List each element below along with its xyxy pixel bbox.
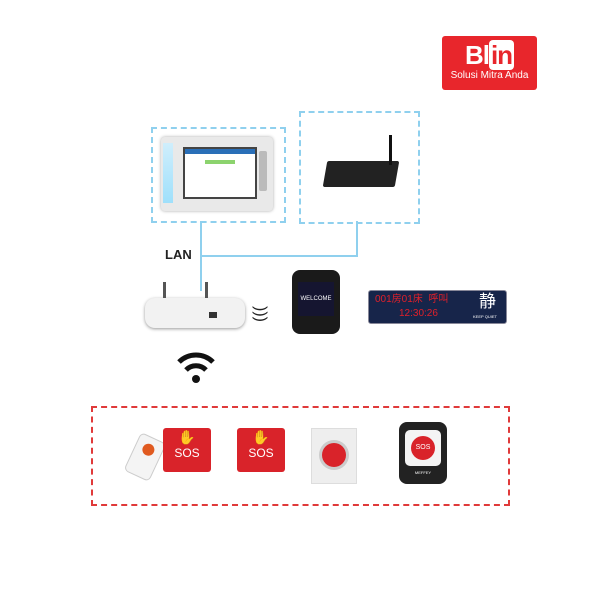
wall-emergency-button (311, 428, 357, 484)
wireless-signal-icon: ))) (251, 306, 269, 322)
sos-label: SOS (248, 446, 274, 460)
sos-panel-2: ✋SOS (237, 428, 285, 472)
router (145, 282, 245, 328)
bliin-logo: Blin Solusi Mitra Anda (442, 36, 537, 90)
nurse-station-terminal (161, 137, 273, 211)
led-line2: 12:30:26 (399, 308, 438, 319)
call-devices-box: ✋SOS ✋SOS SOS MEFFEY (91, 406, 510, 506)
logo-brand-right: in (488, 40, 515, 70)
server-box (299, 111, 420, 224)
watch-brand: MEFFEY (414, 470, 432, 475)
sos-watch: SOS MEFFEY (399, 422, 447, 484)
sos-label: SOS (174, 446, 200, 460)
lan-label: LAN (165, 247, 192, 262)
logo-tagline: Solusi Mitra Anda (450, 70, 529, 81)
pull-cord-call-button (123, 432, 167, 482)
led-symbol: 静 (479, 292, 496, 311)
wifi-icon (176, 348, 216, 386)
sos-watch-label: SOS (411, 436, 435, 460)
logo-brand-left: Bl (464, 40, 490, 70)
led-line1: 001房01床 呼叫 (375, 294, 449, 305)
terminal-box (151, 127, 286, 223)
lan-line-horizontal (200, 255, 358, 257)
smart-watch-receiver: WELCOME (292, 270, 340, 334)
mini-server (322, 161, 400, 187)
led-display: 001房01床 呼叫 12:30:26 静 KEEP QUIET (368, 290, 507, 324)
lan-line-server (356, 221, 358, 257)
led-symbol-caption: KEEP QUIET (473, 314, 497, 319)
terminal-screen (183, 147, 257, 199)
sos-panel-1: ✋SOS (163, 428, 211, 472)
watch-screen-text: WELCOME (298, 282, 334, 316)
